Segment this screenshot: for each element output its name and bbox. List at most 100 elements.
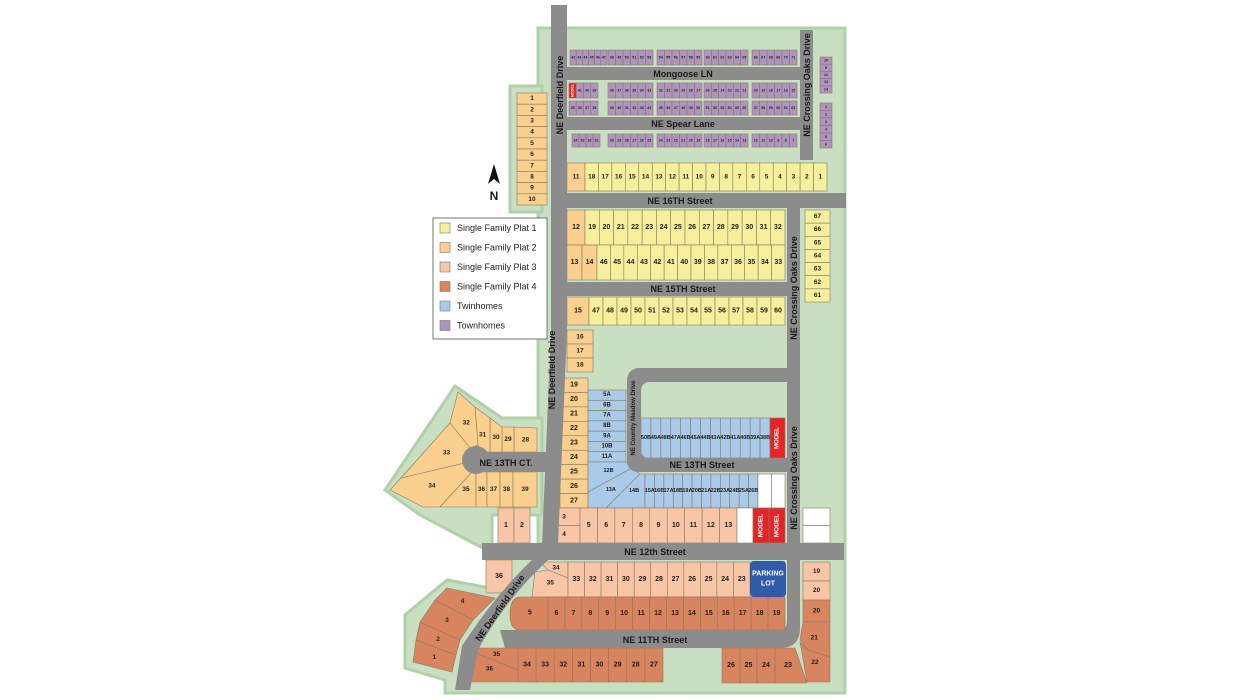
north-label: N: [490, 189, 499, 203]
lot-number: 6: [604, 522, 608, 529]
lot-number: 48B: [661, 435, 671, 441]
lot-plat1[interactable]: [770, 296, 786, 326]
lot-number: 52: [713, 106, 717, 110]
lot-plat1[interactable]: [813, 162, 828, 192]
lot-number: 36: [578, 106, 582, 110]
lot-number: 45: [613, 259, 621, 266]
lot-number: 43: [640, 106, 644, 110]
lot-number: 41: [578, 89, 582, 93]
lot-number: 11: [682, 174, 689, 181]
lot-number: 56: [674, 56, 678, 60]
lot-town[interactable]: [740, 133, 749, 148]
lot-vacant[interactable]: [771, 473, 786, 509]
lot-town[interactable]: [789, 49, 798, 66]
lot-vacant[interactable]: [802, 507, 831, 526]
lot-number: 3: [562, 513, 566, 520]
legend-swatch: [439, 320, 451, 331]
lot-number: 2: [825, 112, 827, 116]
lot-town[interactable]: [645, 82, 654, 99]
lot-number: 16: [615, 174, 623, 181]
lot-town[interactable]: [600, 49, 608, 66]
lot-town[interactable]: [789, 100, 798, 116]
lot-plat1[interactable]: [771, 244, 786, 281]
lot-number: 22: [735, 89, 739, 93]
lot-number: 11: [573, 174, 580, 181]
street-label-deerfield-middle: NE Deerfield Drive: [547, 331, 557, 410]
lot-number: 56: [742, 106, 746, 110]
lot-number: 40: [585, 89, 589, 93]
lot-town[interactable]: [645, 133, 654, 148]
lot-vacant[interactable]: [757, 473, 772, 509]
lot-number: 22: [811, 659, 819, 666]
lot-number: 44: [647, 106, 651, 110]
lot-town[interactable]: [740, 100, 749, 116]
lot-plat2[interactable]: [566, 357, 594, 373]
lot-town[interactable]: [819, 85, 833, 94]
lot-number: 14: [586, 259, 594, 266]
lot-town[interactable]: [819, 140, 833, 149]
lot-number: 32: [588, 139, 592, 143]
lot-number: 58: [761, 106, 765, 110]
lot-number: 13A: [606, 487, 616, 493]
lot-plat4[interactable]: [774, 647, 808, 684]
lot-number: 2: [520, 522, 524, 529]
lot-number: 5: [528, 610, 532, 617]
lot-number: 34: [428, 483, 436, 490]
lot-plat2[interactable]: [516, 193, 548, 206]
lot-town[interactable]: [645, 49, 654, 66]
lot-number: 3: [445, 617, 449, 624]
legend-item-plat3: Single Family Plat 3: [439, 261, 537, 273]
lot-number: 59: [760, 308, 768, 315]
lot-number: 1: [530, 95, 534, 102]
lot-town[interactable]: [592, 133, 601, 148]
lot-number: 12: [824, 73, 828, 77]
lot-number: 12: [754, 139, 758, 143]
parking-lot: PARKING LOT: [750, 561, 786, 597]
lot-number: 38: [707, 259, 715, 266]
road-15th-street: [566, 282, 788, 296]
street-label-crossing-oaks-north: NE Crossing Oaks Drive: [802, 33, 812, 137]
lot-number: 12B: [603, 468, 613, 474]
lot-number: 21: [617, 224, 625, 231]
lot-number: 4: [461, 598, 465, 605]
lot-plat1[interactable]: [804, 288, 831, 303]
lot-plat4[interactable]: [799, 641, 831, 683]
lot-number: 34: [574, 139, 578, 143]
street-label-13th: NE 13TH Street: [669, 460, 734, 470]
legend-label: Single Family Plat 4: [457, 282, 537, 292]
lot-number: 25: [674, 224, 682, 231]
lot-number: 55: [704, 308, 712, 315]
lot-number: 17: [776, 89, 780, 93]
lot-town[interactable]: [789, 82, 798, 99]
lot-number: 39: [610, 106, 614, 110]
lot-number: 49: [620, 308, 628, 315]
lot-number: 24: [721, 576, 729, 583]
lot-town[interactable]: [694, 82, 703, 99]
lot-number: 12: [669, 174, 677, 181]
lot-vacant[interactable]: [802, 525, 831, 544]
lot-number: 18: [756, 610, 764, 617]
lot-number: 48: [606, 308, 614, 315]
lot-number: 38: [592, 106, 596, 110]
lot-number: 13: [824, 80, 828, 84]
lot-number: 27: [570, 497, 578, 504]
lot-town[interactable]: [789, 133, 798, 148]
lot-plat4[interactable]: [434, 587, 496, 621]
lot-town[interactable]: [590, 82, 599, 99]
lot-number: 42: [654, 259, 662, 266]
lot-town[interactable]: [694, 100, 703, 116]
lot-town[interactable]: [590, 100, 599, 116]
lot-number: 39: [694, 259, 702, 266]
lot-number: 1: [432, 654, 436, 661]
lot-number: 64: [814, 253, 822, 260]
lot-plat3[interactable]: [736, 507, 754, 544]
lot-town[interactable]: [645, 100, 654, 116]
lot-number: 15: [628, 174, 636, 181]
lot-town[interactable]: [740, 49, 749, 66]
lot-number: 8: [785, 139, 787, 143]
lot-town[interactable]: [694, 49, 703, 66]
lot-number: 52: [640, 56, 644, 60]
lot-town[interactable]: [694, 133, 703, 148]
lot-town[interactable]: [740, 82, 749, 99]
lot-number: 42: [571, 56, 575, 60]
